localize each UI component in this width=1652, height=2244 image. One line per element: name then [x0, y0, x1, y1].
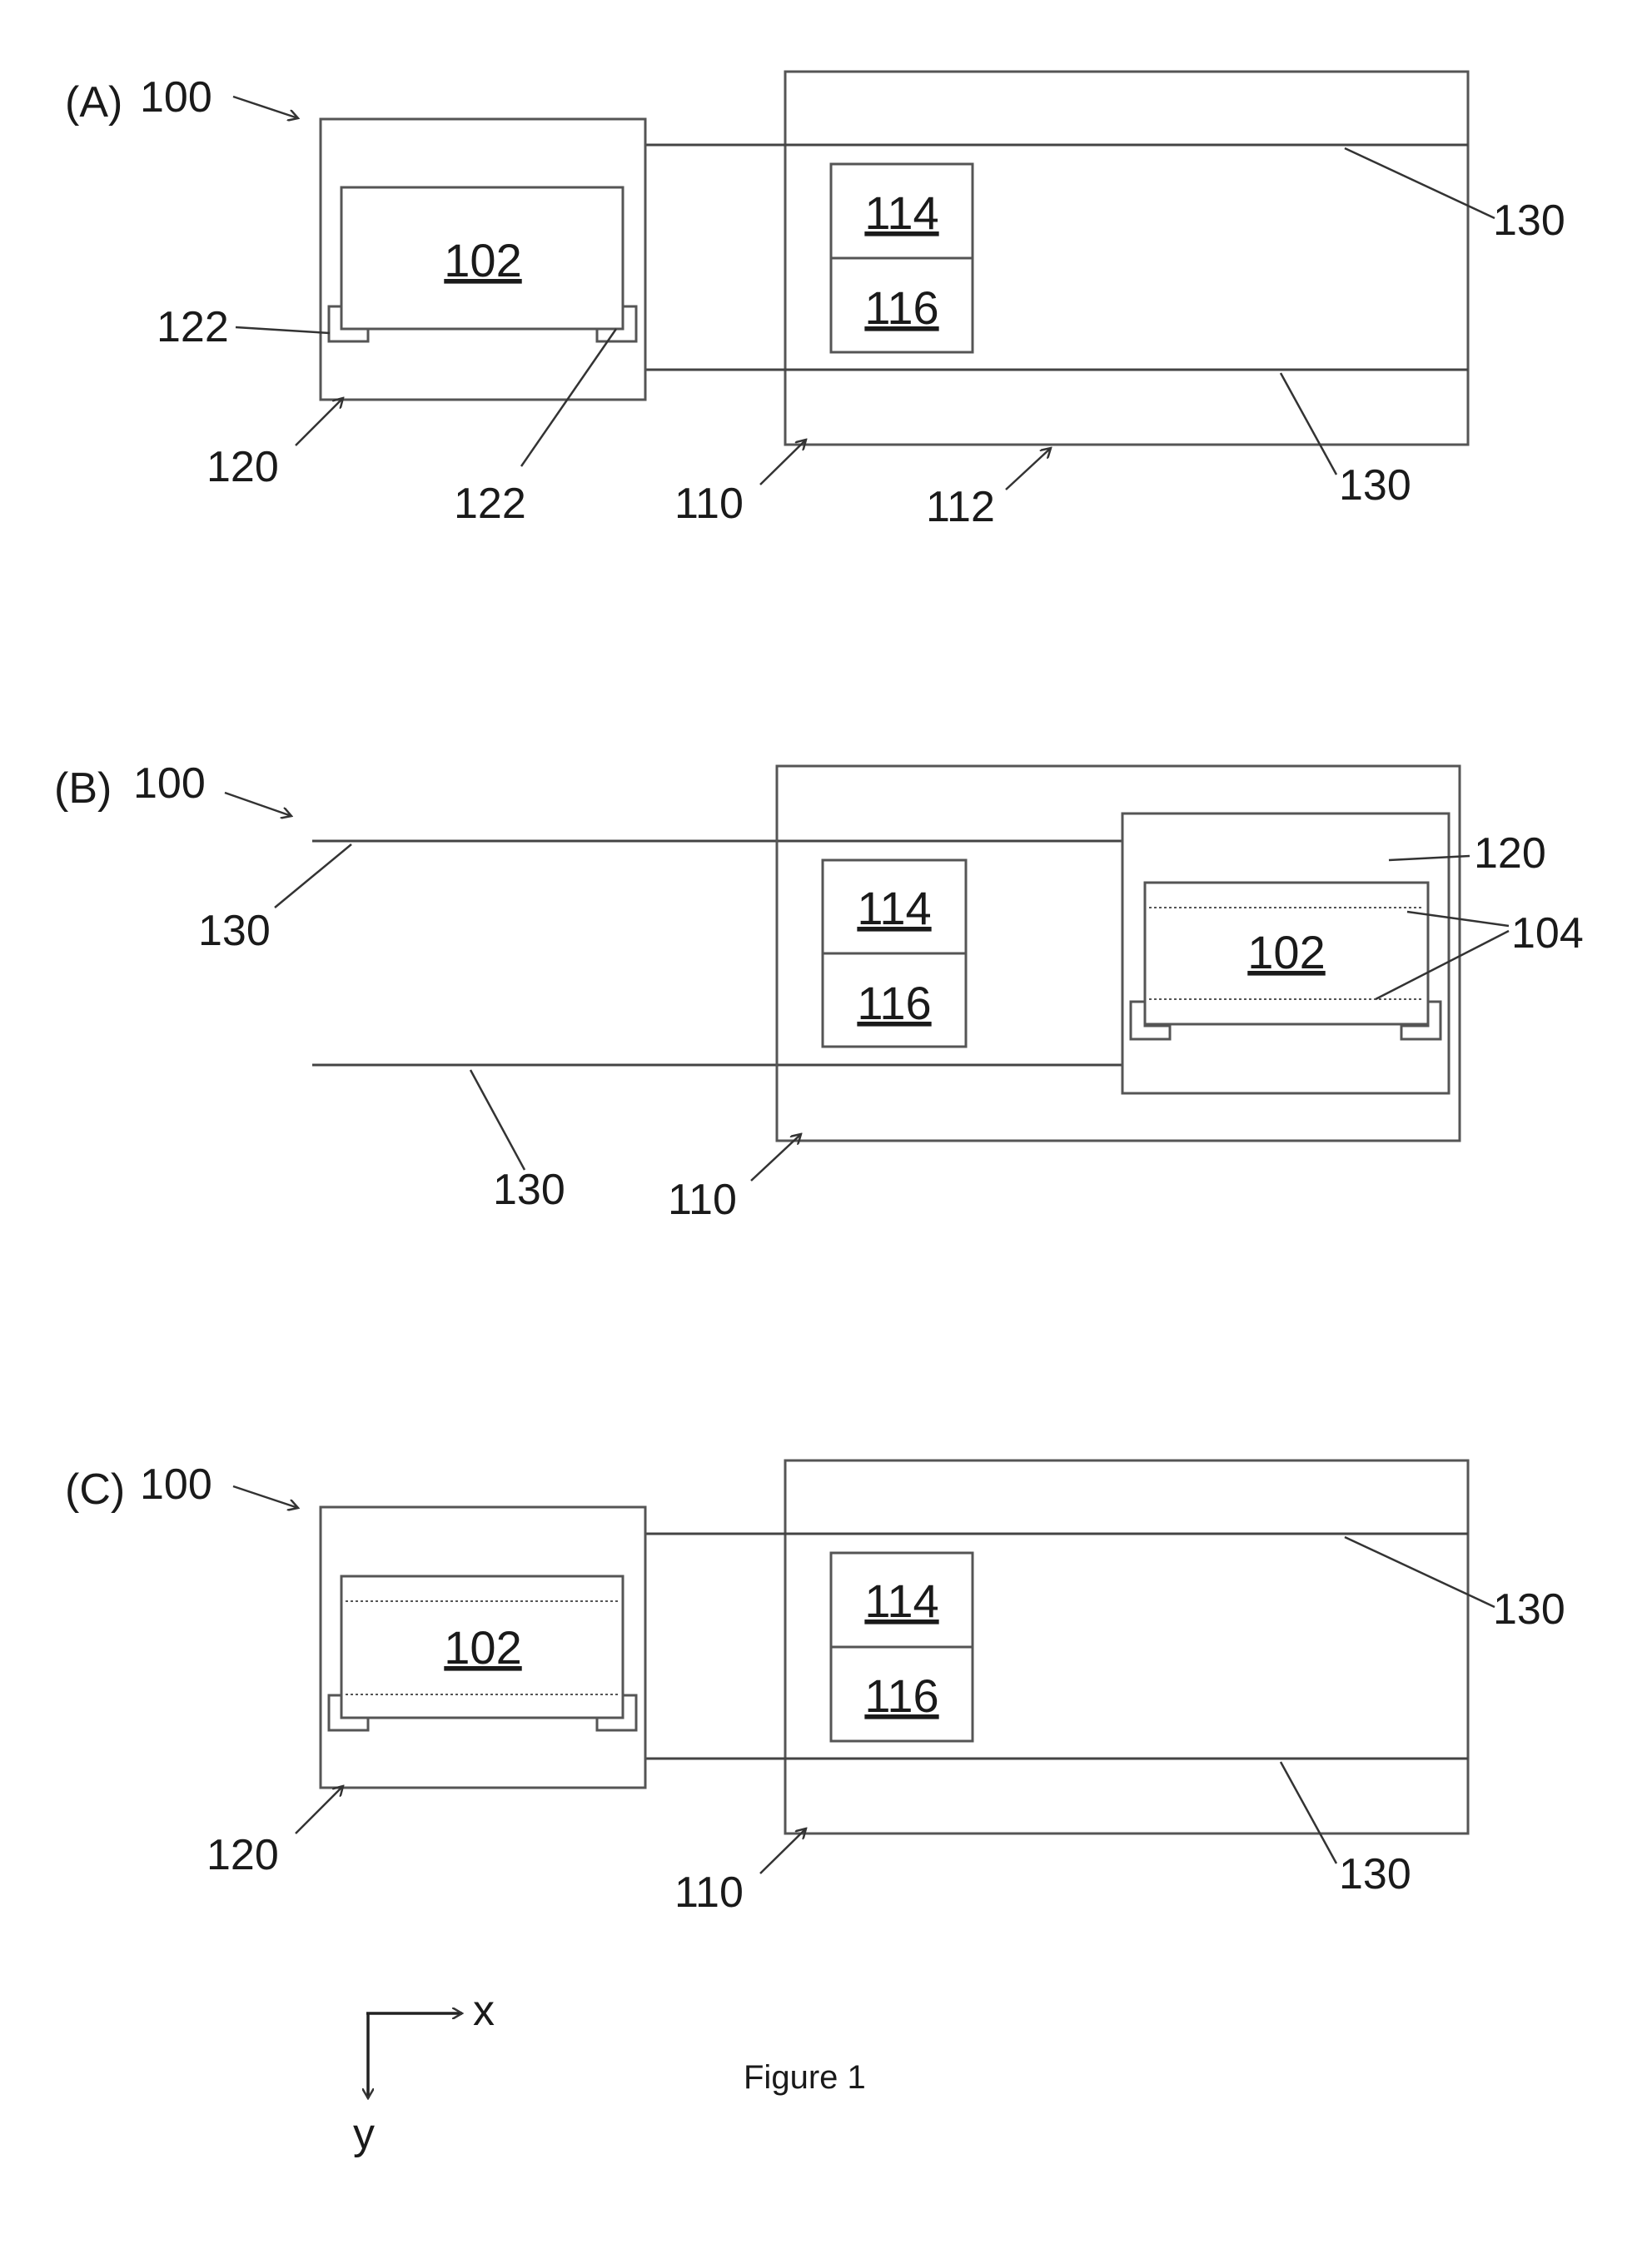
holder-right-b	[1400, 1000, 1442, 1041]
unit-114-label-b: 114	[857, 882, 931, 934]
unit-116-label-a: 116	[864, 281, 938, 334]
panel-a-tag: (A)	[65, 78, 122, 127]
wall-label-a: 112	[926, 483, 995, 531]
holder-label-right-a: 122	[454, 480, 526, 528]
substrate-102-b	[1143, 881, 1430, 1026]
panel-a: (A) 100 114 116 102 122 122 120 110 112 …	[65, 70, 1565, 531]
unit-116-b	[821, 952, 968, 1048]
rail-label-bottom-b: 130	[493, 1166, 565, 1214]
chamber-label-c: 110	[674, 1868, 744, 1917]
substrate-label-a: 102	[444, 234, 521, 286]
device-label-c: 100	[140, 1460, 212, 1509]
holder-left-b	[1129, 1000, 1172, 1041]
panel-c-tag: (C)	[65, 1465, 125, 1514]
chamber-110-b	[775, 764, 1461, 1142]
device-label-b: 100	[133, 759, 206, 808]
panel-c: (C) 100 114 116 102 120 110 130 130	[65, 1459, 1565, 1917]
chamber-110-a	[784, 70, 1470, 446]
substrate-102-c	[340, 1575, 624, 1719]
coordinate-axes: x y	[353, 1987, 495, 2158]
holder-122-right-a	[595, 305, 638, 343]
substrate-102-a	[340, 186, 624, 331]
x-axis-label: x	[473, 1987, 495, 2035]
holder-122-left-a	[327, 305, 370, 343]
substrate-label-b: 102	[1247, 926, 1325, 978]
y-axis-label: y	[353, 2110, 375, 2158]
panel-b: (B) 100 114 116 102 120 104 130 130 110	[54, 759, 1584, 1224]
holder-right-c	[595, 1694, 638, 1732]
carrier-label-a: 120	[206, 443, 279, 491]
carrier-label-b: 120	[1474, 829, 1546, 878]
unit-114-label-a: 114	[864, 187, 938, 239]
unit-116-label-c: 116	[864, 1669, 938, 1722]
chamber-110-c	[784, 1459, 1470, 1835]
holder-label-left-a: 122	[157, 303, 229, 351]
carrier-120-b	[1121, 812, 1450, 1095]
device-label-a: 100	[140, 73, 212, 122]
rail-label-top-c: 130	[1493, 1585, 1565, 1634]
carrier-label-c: 120	[206, 1831, 279, 1879]
chamber-label-a: 110	[674, 480, 744, 528]
unit-116-label-b: 116	[857, 977, 931, 1029]
rail-label-bottom-c: 130	[1339, 1850, 1411, 1898]
carrier-120-a	[319, 117, 647, 401]
unit-116-c	[829, 1645, 974, 1743]
rail-label-left-b: 130	[198, 907, 271, 955]
layer-label-b: 104	[1511, 909, 1584, 958]
chamber-label-b: 110	[668, 1176, 737, 1224]
carrier-120-c	[319, 1505, 647, 1789]
unit-114-label-c: 114	[864, 1575, 938, 1627]
panel-b-tag: (B)	[54, 764, 112, 813]
unit-116-a	[829, 256, 974, 354]
rail-label-bottom-a: 130	[1339, 461, 1411, 510]
substrate-label-c: 102	[444, 1621, 521, 1674]
holder-left-c	[327, 1694, 370, 1732]
rail-label-top-a: 130	[1493, 197, 1565, 245]
figure-caption: Figure 1	[744, 2059, 866, 2096]
